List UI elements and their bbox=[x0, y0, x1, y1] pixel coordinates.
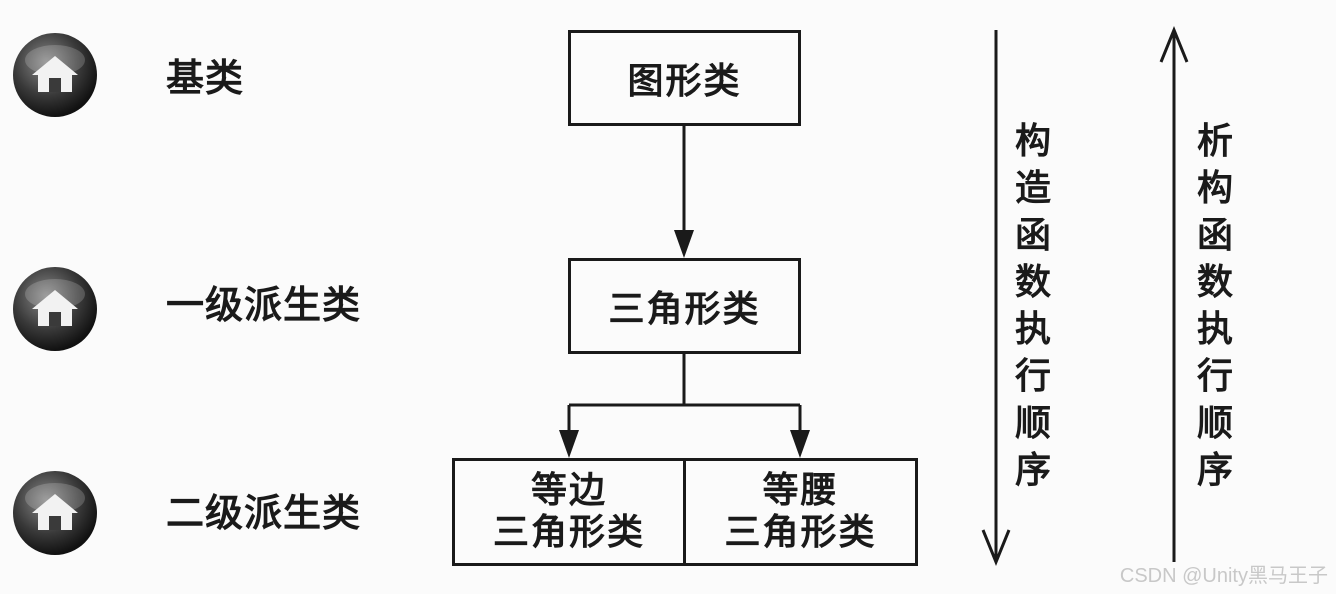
box-base-class: 图形类 bbox=[568, 30, 801, 126]
constructor-order-label: 构造函数执行顺序 bbox=[1014, 121, 1051, 491]
box-level1-label: 三角形类 bbox=[608, 289, 761, 330]
box-equilateral-line2: 三角形类 bbox=[492, 512, 645, 553]
box-equilateral-line1: 等边 bbox=[530, 470, 607, 511]
home-icon bbox=[13, 471, 97, 555]
destructor-order-arrowhead bbox=[1159, 26, 1189, 63]
arrowhead-equilateral bbox=[559, 430, 579, 458]
box-isosceles-line2: 三角形类 bbox=[724, 512, 877, 553]
box-level1-class: 三角形类 bbox=[568, 258, 801, 354]
box-isosceles-line1: 等腰 bbox=[762, 470, 839, 511]
destructor-order-label: 析构函数执行顺序 bbox=[1196, 121, 1233, 491]
level-label-second-derived: 二级派生类 bbox=[166, 491, 362, 535]
arrowhead-level1 bbox=[674, 230, 694, 258]
watermark: CSDN @Unity黑马王子 bbox=[1119, 565, 1328, 587]
level-label-base: 基类 bbox=[166, 56, 245, 100]
box-isosceles-class: 等腰 三角形类 bbox=[683, 458, 918, 566]
constructor-order-arrowhead bbox=[981, 529, 1011, 566]
box-equilateral-class: 等边 三角形类 bbox=[452, 458, 686, 566]
home-icon bbox=[13, 33, 97, 117]
arrowhead-isosceles bbox=[790, 430, 810, 458]
home-icon bbox=[13, 267, 97, 351]
level-label-first-derived: 一级派生类 bbox=[166, 283, 362, 327]
